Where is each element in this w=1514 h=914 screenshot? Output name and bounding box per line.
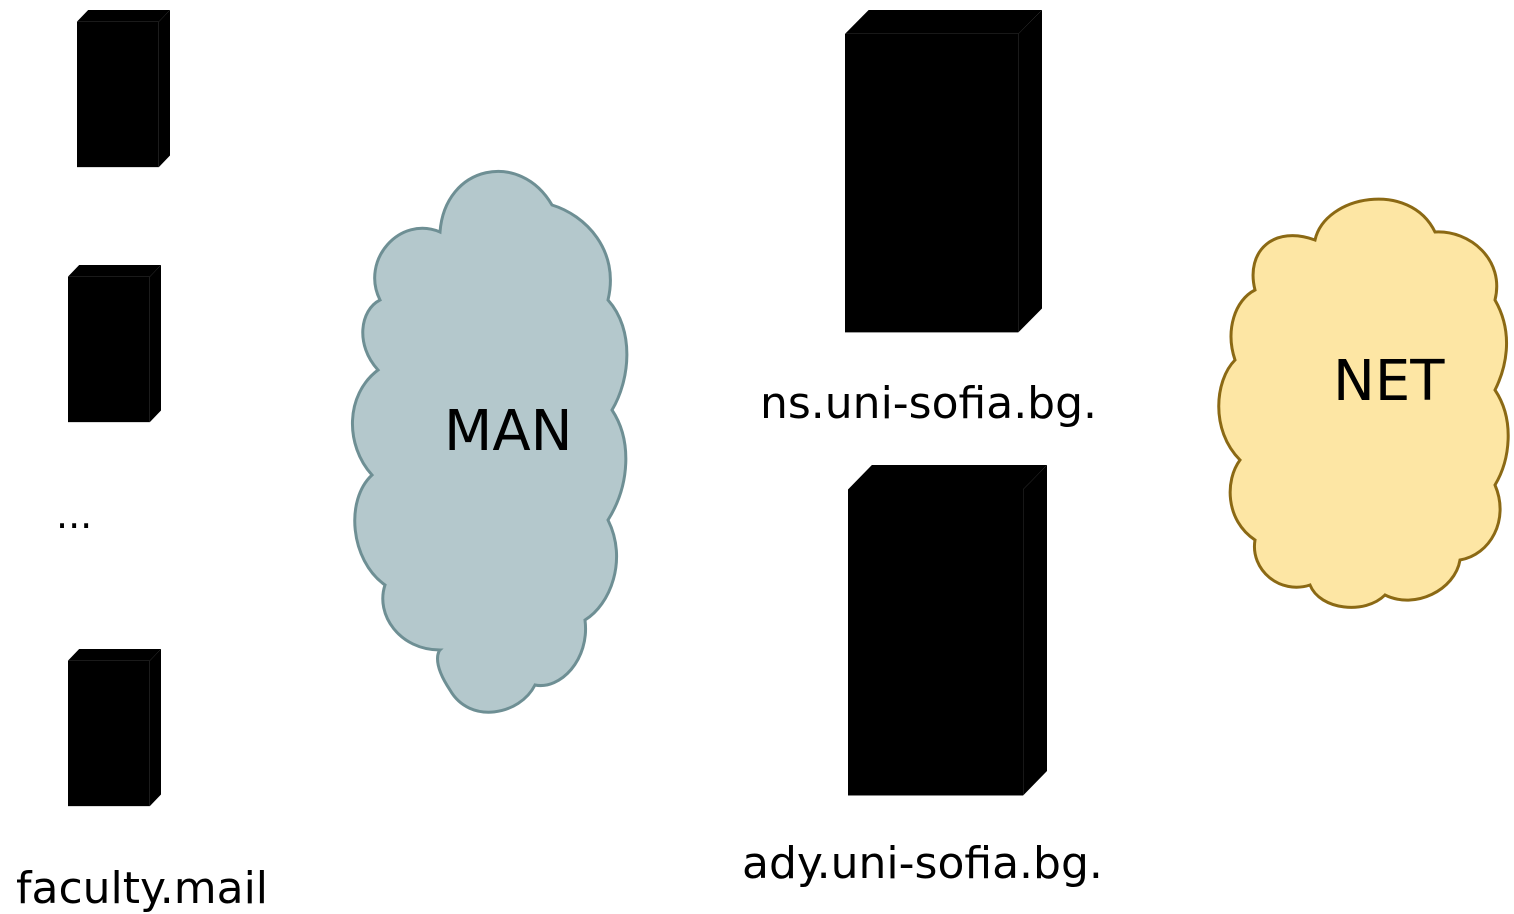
ellipsis-text: ...	[56, 493, 92, 537]
faculty-server-2-icon	[68, 265, 161, 423]
ns-server-icon	[845, 10, 1042, 333]
ady-server-label: ady.uni-sofia.bg.	[742, 838, 1103, 889]
net-cloud: NET	[1217, 197, 1510, 609]
faculty-server-1-icon	[77, 10, 170, 168]
man-cloud: MAN	[351, 169, 629, 714]
ady-server-icon	[848, 465, 1047, 796]
faculty-server-3-icon	[68, 649, 161, 807]
net-cloud-shape	[1217, 197, 1510, 609]
man-cloud-label: MAN	[444, 399, 573, 464]
ns-server-label: ns.uni-sofia.bg.	[760, 378, 1097, 429]
faculty-mail-label: faculty.mail	[16, 863, 268, 914]
net-cloud-label: NET	[1333, 349, 1445, 414]
man-cloud-shape	[351, 169, 629, 714]
